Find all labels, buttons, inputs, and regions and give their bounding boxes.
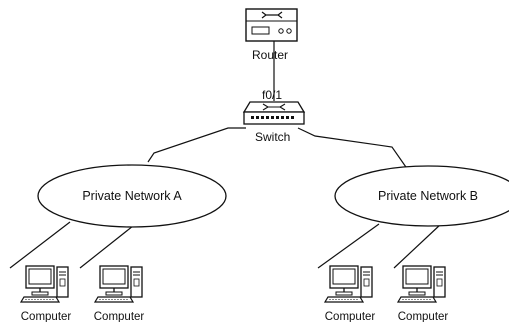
switch-port-label: f0/1 [262,88,282,102]
router-icon [245,8,298,48]
links [9,48,442,269]
switch-icon [242,101,306,125]
network-b-computer2-link [393,223,442,269]
computer-label: Computer [398,311,449,322]
switch-network-b-link [297,127,409,171]
switch-label: Switch [255,130,290,144]
network-b-label: Private Network B [378,189,478,203]
network-a-computer2-link [79,221,139,269]
computer-icon [324,265,373,303]
network-a-computer1-link [9,221,71,269]
network-a-label: Private Network A [82,189,182,203]
switch-network-a-link [147,127,246,163]
computer-icon [94,265,143,303]
network-b-computer1-link [317,223,380,269]
computer-icon [397,265,446,303]
computer-icon [20,265,69,303]
computer-label: Computer [325,311,376,322]
private-network-a: Private Network A [37,164,227,228]
private-network-b: Private Network B [334,165,509,227]
computer-label: Computer [94,311,145,322]
router-label: Router [252,48,288,62]
computer-label: Computer [21,311,72,322]
